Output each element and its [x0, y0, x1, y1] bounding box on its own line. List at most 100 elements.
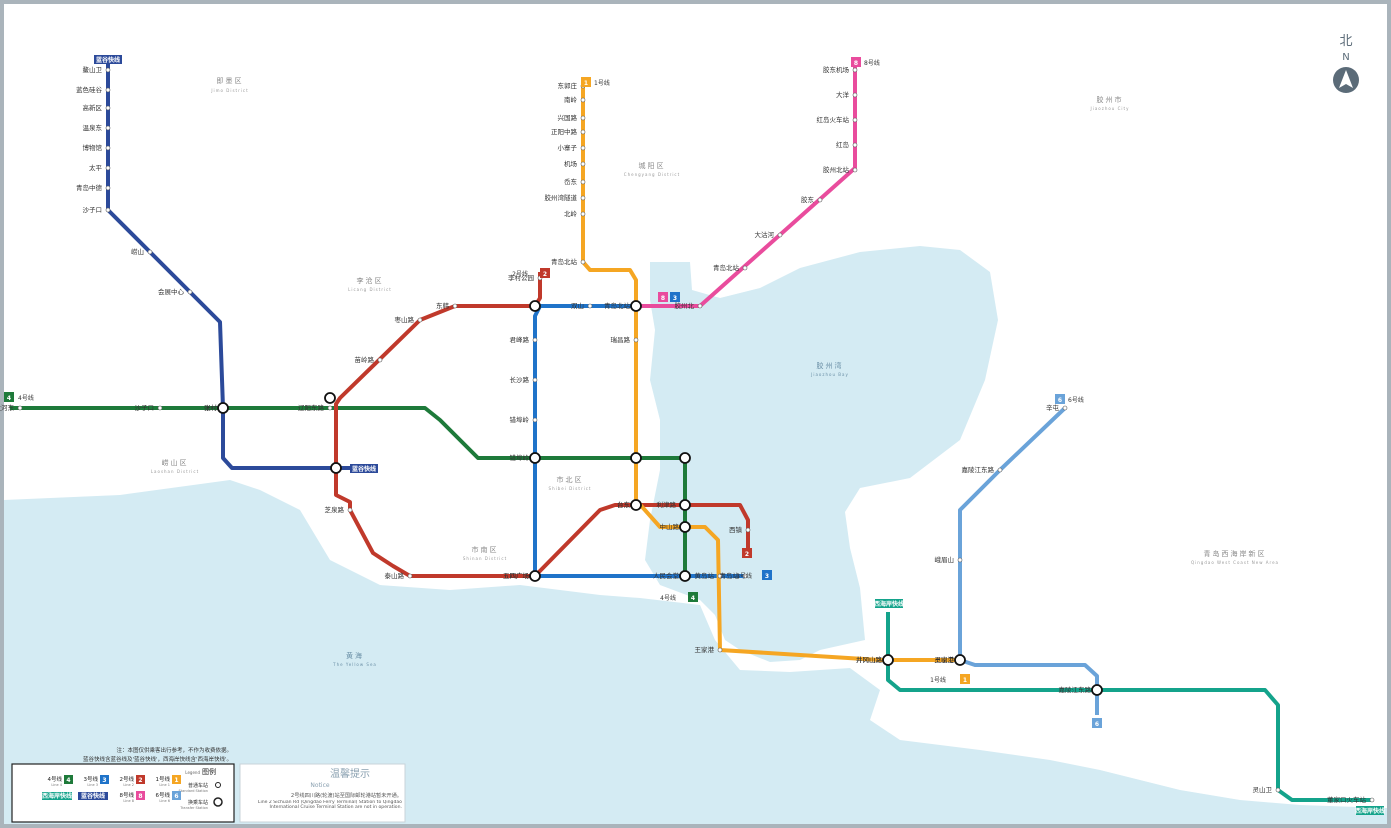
station-dot[interactable] [717, 573, 723, 579]
station-dot[interactable] [1062, 405, 1068, 411]
station-dot[interactable] [105, 145, 111, 151]
station-dot[interactable] [580, 259, 586, 265]
station-label: 灵山卫 [935, 655, 955, 664]
station-dot[interactable] [105, 207, 111, 213]
station-dot[interactable] [742, 265, 748, 271]
station-dot[interactable] [580, 129, 586, 135]
transfer-ruichang[interactable] [630, 452, 642, 464]
transfer-taidong[interactable] [630, 499, 642, 511]
station-dot[interactable] [532, 337, 538, 343]
transfer-wusi[interactable] [529, 570, 541, 582]
station-dot[interactable] [852, 142, 858, 148]
station-dot[interactable] [105, 125, 111, 131]
station-dot[interactable] [105, 67, 111, 73]
transfer-qingdao-north[interactable] [630, 300, 642, 312]
transfer-renmin[interactable] [679, 570, 691, 582]
station-dot[interactable] [852, 117, 858, 123]
legend-item: 蓝谷快线 [78, 792, 108, 800]
svg-text:2: 2 [745, 551, 749, 558]
station-dot[interactable] [532, 417, 538, 423]
station-dot[interactable] [1369, 797, 1375, 803]
transfer-cuobuling[interactable] [529, 452, 541, 464]
station-dot[interactable] [717, 647, 723, 653]
station-dot[interactable] [852, 167, 858, 173]
svg-text:Line 2: Line 2 [123, 783, 134, 787]
district-chengyang: 城阳区 [639, 161, 666, 170]
station-dot[interactable] [580, 195, 586, 201]
svg-text:3号线: 3号线 [736, 572, 752, 580]
legend: 图例 Legend 普通车站 Standard Station 换乘车站 Tra… [11, 763, 235, 823]
svg-text:Chengyang District: Chengyang District [624, 172, 680, 177]
station-dot[interactable] [407, 573, 413, 579]
station-dot[interactable] [777, 232, 783, 238]
station-labels: 鳌山卫蓝色硅谷高新区温泉东博物馆太平青岛中德沙子口崂山会展中心张村胶东机场大洋红… [0, 65, 1367, 804]
transfer-jinggangshan[interactable] [882, 654, 894, 666]
station-dot[interactable] [105, 87, 111, 93]
station-dot[interactable] [327, 405, 333, 411]
station-dot[interactable] [105, 105, 111, 111]
station-dot[interactable] [105, 185, 111, 191]
station-dot[interactable] [377, 357, 383, 363]
svg-text:Shibei District: Shibei District [549, 486, 592, 491]
station-dot[interactable] [742, 573, 748, 579]
station-dot[interactable] [452, 303, 458, 309]
station-dot[interactable] [347, 507, 353, 513]
transfer-zhangcun[interactable] [217, 402, 229, 414]
station-dot[interactable] [745, 527, 751, 533]
transfer-taidong-north[interactable] [679, 452, 691, 464]
station-label: 南岭 [564, 95, 578, 104]
station-dot[interactable] [852, 67, 858, 73]
station-label: 胶东机场 [823, 65, 850, 74]
station-dot[interactable] [852, 92, 858, 98]
transfer-liaoyang-east[interactable] [324, 392, 336, 404]
station-dot[interactable] [1275, 787, 1281, 793]
station-label: 红岛火车站 [817, 115, 850, 124]
station-dot[interactable] [417, 317, 423, 323]
svg-text:Notice: Notice [310, 782, 329, 789]
station-dot[interactable] [580, 145, 586, 151]
station-dot[interactable] [580, 179, 586, 185]
transfer-licun[interactable] [529, 300, 541, 312]
station-dot[interactable] [580, 115, 586, 121]
badge-line-4-south [688, 592, 698, 602]
district-labels: 即墨区 Jimo District 胶州市 Jiaozhou City 城阳区 … [151, 77, 1278, 667]
line-6 [958, 406, 1099, 715]
station-dot[interactable] [633, 337, 639, 343]
svg-text:Line 4: Line 4 [51, 783, 62, 787]
station-label: 崂山 [131, 247, 144, 256]
badge-line-6-north [1055, 394, 1065, 404]
transfer-lijin[interactable] [679, 499, 691, 511]
svg-text:8: 8 [854, 60, 858, 67]
badge-blue-express [94, 55, 122, 64]
sea-jiaozhou-bay: 胶州湾 [817, 361, 844, 370]
badge-line-4-west [4, 392, 14, 402]
transfer-zhongshan[interactable] [679, 521, 691, 533]
transfer-jialingjiang[interactable] [1091, 684, 1103, 696]
svg-text:4号线: 4号线 [660, 594, 676, 602]
station-dot[interactable] [580, 211, 586, 217]
station-dot[interactable] [105, 165, 111, 171]
station-dot[interactable] [532, 377, 538, 383]
station-dot[interactable] [997, 467, 1003, 473]
station-dot[interactable] [580, 161, 586, 167]
svg-text:3: 3 [765, 573, 769, 580]
station-dot[interactable] [587, 303, 593, 309]
station-dot[interactable] [187, 289, 193, 295]
station-dot[interactable] [580, 97, 586, 103]
station-dot[interactable] [817, 197, 823, 203]
station-dot[interactable] [147, 249, 153, 255]
transfer-shazikou[interactable] [330, 462, 342, 474]
station-label: 灵山卫 [1253, 785, 1273, 794]
station-dot[interactable] [957, 557, 963, 563]
station-dot[interactable] [157, 405, 163, 411]
station-label: 张村 [204, 403, 218, 412]
station-label: 辽阳东路 [298, 403, 325, 412]
station-dot[interactable] [697, 303, 703, 309]
station-dot[interactable] [17, 405, 23, 411]
svg-text:蓝谷快线: 蓝谷快线 [81, 792, 105, 800]
station-label: 五四广场 [503, 571, 530, 580]
station-label: 青岛北站 [713, 263, 740, 272]
transfer-wangjiagang[interactable] [954, 654, 966, 666]
notice-body-en: Line 2 Sichuan Rd (Qingdao Ferry Termina… [257, 800, 402, 811]
